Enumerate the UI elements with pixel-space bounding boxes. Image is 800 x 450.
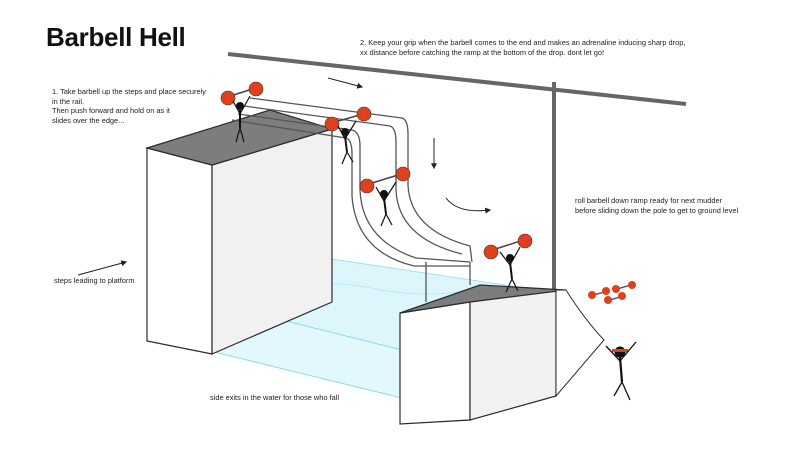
annotation-line: Then push forward and hold on as it <box>52 106 170 116</box>
exit-ramp <box>555 289 605 398</box>
direction-arrows <box>77 77 492 276</box>
rolling-barbells <box>588 281 636 304</box>
barbell-rider-2 <box>324 106 372 165</box>
annotation-line: side exits in the water for those who fa… <box>210 393 339 402</box>
barbell-rider-4 <box>483 233 533 293</box>
annotation-line: 2. Keep your grip when the barbell comes… <box>360 38 686 47</box>
pole-slider-figure <box>605 341 637 401</box>
arrow-curve <box>445 197 492 214</box>
annotation-line: steps leading to platform <box>54 276 135 285</box>
arrow-forward <box>327 77 364 89</box>
landing-platform <box>399 284 605 425</box>
side-exits-annotation: side exits in the water for those who fa… <box>210 393 339 403</box>
step-1-annotation: 1. Take barbell up the steps and place s… <box>52 87 206 125</box>
barbell-rider-1 <box>220 81 264 143</box>
annotation-line: xx distance before catching the ramp at … <box>360 47 605 57</box>
roll-down-annotation: roll barbell down ramp ready for next mu… <box>575 196 738 215</box>
overhead-beam <box>227 52 687 106</box>
annotation-line: slides over the edge... <box>52 115 125 125</box>
page-title: Barbell Hell <box>46 22 186 52</box>
barbell-rails <box>231 97 473 302</box>
arrow-steps <box>77 260 128 276</box>
steps-annotation: steps leading to platform <box>54 276 135 286</box>
annotation-line: in the rail. <box>52 96 85 106</box>
annotation-line: before sliding down the pole to get to g… <box>575 205 739 215</box>
step-2-annotation: 2. Keep your grip when the barbell comes… <box>360 38 685 57</box>
barbell-rider-3 <box>359 166 411 227</box>
start-platform <box>144 109 335 355</box>
annotation-line: roll barbell down ramp ready for next mu… <box>575 196 723 205</box>
annotation-line: 1. Take barbell up the steps and place s… <box>52 87 206 96</box>
